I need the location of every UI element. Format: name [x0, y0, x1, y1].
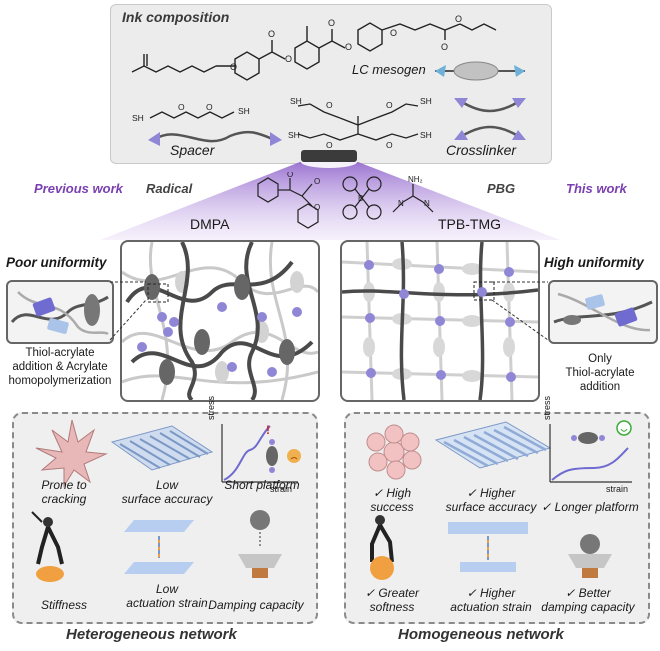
- tpb-tmg-label: TPB-TMG: [438, 216, 501, 232]
- heterogeneous-network-title: Heterogeneous network: [66, 626, 237, 643]
- stress-strain-plot-left: !: [221, 423, 301, 483]
- svg-text:O: O: [441, 42, 448, 52]
- svg-text:O: O: [386, 140, 393, 150]
- svg-text:O: O: [178, 102, 185, 112]
- left-property-illustrations: !: [31, 419, 301, 582]
- heterogeneous-network-view: [120, 240, 320, 402]
- svg-text:SH: SH: [420, 130, 432, 140]
- left-network-inset: [6, 280, 114, 344]
- svg-text:O: O: [287, 172, 293, 179]
- ink-chemistry-structures: O O O O O O O O SH O O SH SH SH SH: [131, 14, 526, 150]
- left-prop-platform: Short platform: [224, 478, 300, 492]
- svg-text:SH: SH: [288, 130, 300, 140]
- svg-text:SH: SH: [238, 106, 250, 116]
- spacer-structure: [149, 111, 235, 119]
- grating-icon: [110, 425, 214, 471]
- left-prop-stiffness: Stiffness: [40, 598, 88, 612]
- svg-text:O: O: [390, 28, 397, 38]
- svg-text:N: N: [398, 199, 404, 208]
- svg-text:O: O: [230, 62, 237, 72]
- actuation-strain-low-icon: [124, 520, 194, 574]
- radical-label: Radical: [146, 181, 193, 196]
- lc-mesogen-structure: [131, 22, 497, 81]
- left-axis-stress: stress: [206, 395, 216, 420]
- poor-uniformity-label: Poor uniformity: [6, 255, 107, 270]
- svg-text:SH: SH: [132, 113, 144, 123]
- lamp-icon: [301, 150, 357, 162]
- ink-composition-panel: [110, 4, 552, 164]
- svg-text:O: O: [386, 100, 393, 110]
- spacer-icon: [154, 130, 276, 143]
- damping-capacity-icon: [238, 510, 282, 578]
- ink-composition-title: Ink composition: [122, 9, 230, 25]
- svg-text:B: B: [358, 194, 363, 203]
- svg-text:O: O: [328, 18, 335, 28]
- gripper-soft-icon: [370, 515, 394, 580]
- spacer-label: Spacer: [170, 142, 215, 158]
- svg-text:O: O: [285, 54, 292, 64]
- homogeneous-network-view: [340, 240, 540, 402]
- previous-work-label: Previous work: [34, 181, 123, 196]
- dmpa-label: DMPA: [190, 216, 230, 232]
- left-mechanism-text: Thiol-acrylate addition & Acrylate homop…: [8, 347, 112, 387]
- gripper-stiff-icon: [31, 511, 64, 582]
- left-axis-strain: strain: [270, 484, 293, 494]
- right-mechanism-text: Only Thiol-acrylate addition: [565, 353, 635, 393]
- flower-icon: [366, 424, 422, 480]
- right-prop-platform: ✓ Longer platform: [541, 500, 639, 514]
- svg-text:O: O: [314, 203, 320, 212]
- photoinitiator-structures: O O O B NH₂ N N: [257, 172, 434, 229]
- svg-text:!: !: [266, 423, 270, 437]
- right-axis-strain: strain: [606, 484, 629, 494]
- left-prop-damping: Damping capacity: [208, 598, 304, 612]
- grating-icon: [434, 421, 552, 469]
- lc-mesogen-label: LC mesogen: [352, 62, 426, 77]
- svg-text:O: O: [314, 177, 320, 186]
- svg-text:SH: SH: [290, 96, 302, 106]
- svg-text:O: O: [206, 102, 213, 112]
- pbg-label: PBG: [487, 181, 516, 196]
- svg-text:O: O: [326, 100, 333, 110]
- stress-strain-plot-right: [549, 420, 632, 483]
- uv-light-beam: [100, 150, 560, 240]
- this-work-label: This work: [566, 181, 627, 196]
- crosslinker-icon: [454, 98, 526, 140]
- high-uniformity-label: High uniformity: [544, 255, 644, 270]
- right-network-inset: [548, 280, 658, 344]
- svg-text:N: N: [424, 199, 430, 208]
- homogeneous-network-title: Homogeneous network: [398, 626, 564, 643]
- svg-text:O: O: [345, 42, 352, 52]
- crosslinker-label: Crosslinker: [446, 142, 517, 158]
- crosslinker-structure: [297, 103, 419, 141]
- actuation-strain-high-icon: [448, 522, 528, 572]
- svg-text:SH: SH: [420, 96, 432, 106]
- svg-text:NH₂: NH₂: [408, 175, 423, 184]
- flower-icon: [35, 419, 108, 488]
- right-property-illustrations: [366, 420, 632, 580]
- svg-text:O: O: [326, 140, 333, 150]
- damping-capacity-icon: [568, 534, 612, 578]
- right-axis-stress: stress: [542, 395, 552, 420]
- lc-mesogen-icon: [435, 61, 525, 81]
- svg-text:O: O: [455, 14, 462, 24]
- svg-text:O: O: [268, 29, 275, 39]
